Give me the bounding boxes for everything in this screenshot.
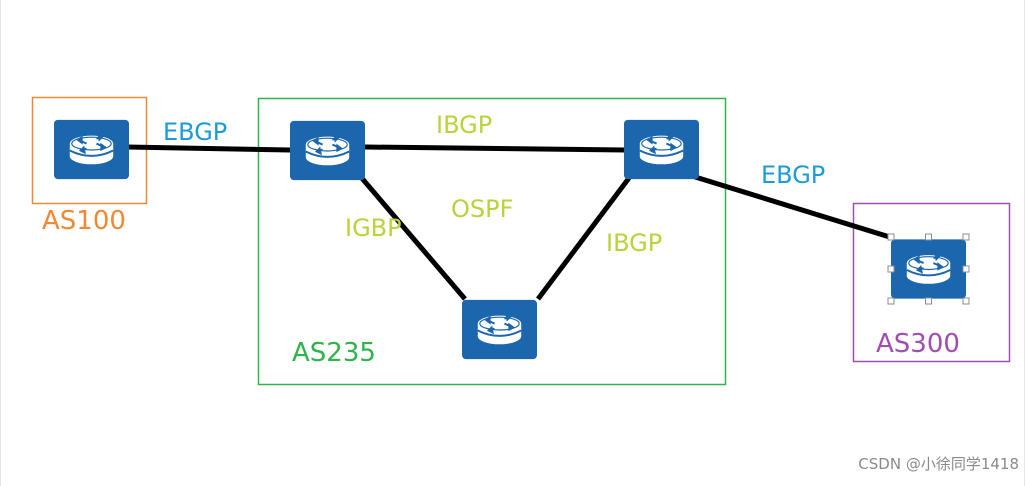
link-left-to-right xyxy=(364,144,626,153)
links xyxy=(125,144,894,301)
ospf-label: OSPF xyxy=(451,195,514,223)
router-icon[interactable] xyxy=(290,120,365,181)
ebgp-label-right: EBGP xyxy=(761,161,826,189)
igbp-label: IGBP xyxy=(345,214,402,242)
ibgp-label-right: IBGP xyxy=(606,229,663,257)
link-right-to-as300 xyxy=(691,173,894,241)
router-icon[interactable] xyxy=(624,119,699,180)
link-left-to-bottom xyxy=(358,174,467,301)
as300-label: AS300 xyxy=(876,329,960,359)
ebgp-label-left: EBGP xyxy=(163,118,228,146)
router-icon[interactable] xyxy=(891,238,966,300)
watermark: CSDN @小徐同学1418 xyxy=(858,455,1019,473)
selection-handles[interactable] xyxy=(887,233,970,305)
link-as100-to-left xyxy=(125,144,291,153)
ibgp-label-top: IBGP xyxy=(436,111,493,139)
as300-boundary xyxy=(852,202,1011,363)
as235-boundary xyxy=(257,97,727,386)
as100-boundary xyxy=(31,96,148,205)
as100-label: AS100 xyxy=(42,206,126,236)
link-bottom-to-right xyxy=(536,176,631,301)
as235-label: AS235 xyxy=(292,338,376,368)
router-icon[interactable] xyxy=(54,119,129,180)
router-icon[interactable] xyxy=(462,299,537,360)
left-border xyxy=(0,0,1,486)
